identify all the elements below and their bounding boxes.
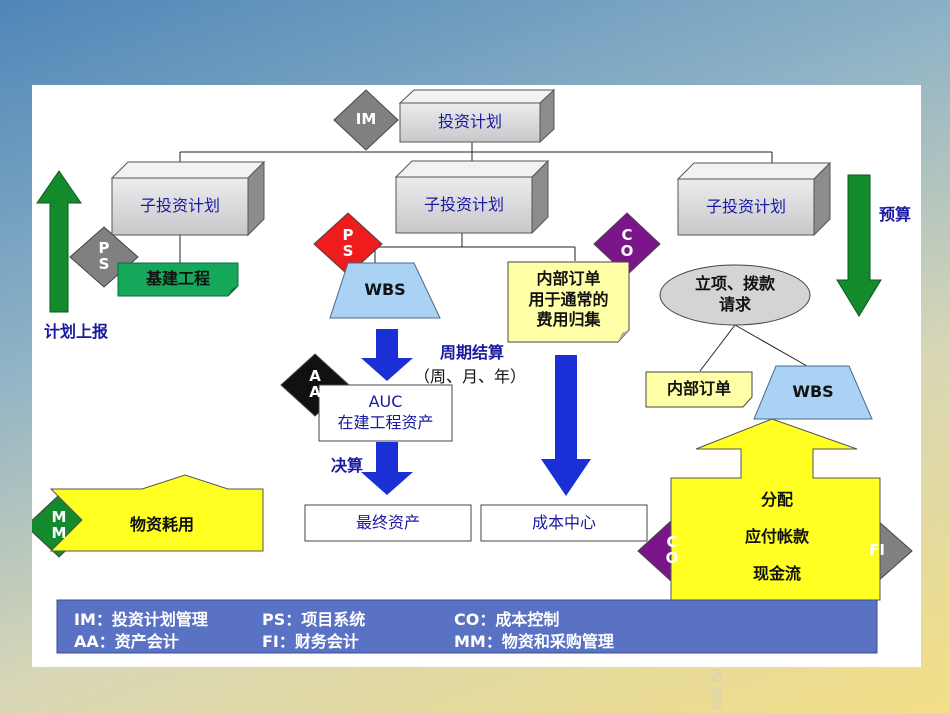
- sub-plan-right-label: 子投资计划: [705, 196, 786, 216]
- cost-center-box[interactable]: [480, 504, 648, 542]
- diagram-canvas: [32, 88, 913, 654]
- plan-report-arrow: [36, 170, 82, 313]
- ps-left-label: P S: [98, 239, 110, 273]
- mm-label: M M: [51, 508, 67, 542]
- co-bottom-label: C O: [665, 533, 679, 567]
- auc-box[interactable]: [318, 384, 453, 442]
- internal-order-note-label: 内部订单 用于通常的 费用归集: [528, 268, 609, 330]
- legend-fi: FI：财务会计: [262, 632, 359, 651]
- sub-plan-left-label: 子投资计划: [139, 196, 220, 216]
- ps-mid-label: P S: [342, 226, 354, 260]
- period-settle-label: 周期结算: [439, 342, 504, 362]
- sub-plan-mid-box[interactable]: [394, 159, 550, 235]
- period-detail-label: （周、月、年）: [413, 366, 526, 386]
- sub-plan-right-box[interactable]: [676, 161, 832, 237]
- invest-plan-label: 投资计划: [437, 112, 502, 132]
- final-asset-label: 最终资产: [355, 512, 420, 532]
- budget-label: 预算: [878, 204, 911, 224]
- im-diamond: [333, 89, 399, 151]
- footer-watermark: PS 培训: [709, 668, 723, 711]
- wbs-right-label: WBS: [792, 382, 834, 402]
- construction-tag[interactable]: [117, 262, 239, 297]
- connector-lines: [179, 142, 808, 372]
- auc-to-final-arrow: [361, 442, 413, 495]
- approval-ellipse[interactable]: [659, 264, 811, 326]
- slide: IM 投资计划 子投资计划 子投资计划 子投资计划 P S P S C O A …: [32, 85, 921, 667]
- legend-co: CO：成本控制: [454, 610, 560, 629]
- cost-center-label: 成本中心: [531, 512, 596, 532]
- co-top-label: C O: [620, 226, 634, 260]
- sub-plan-mid-label: 子投资计划: [423, 194, 504, 214]
- wbs-to-auc-arrow: [361, 329, 413, 381]
- final-asset-box[interactable]: [304, 504, 472, 542]
- material-use-label: 物资耗用: [129, 514, 194, 534]
- invest-plan-box[interactable]: [398, 88, 556, 144]
- aa-label: A A: [309, 367, 321, 401]
- legend-im: IM：投资计划管理: [74, 610, 208, 629]
- order-to-cost-arrow: [541, 355, 591, 496]
- legend-mm: MM：物资和采购管理: [454, 632, 614, 651]
- plan-report-label: 计划上报: [43, 321, 108, 341]
- legend-aa: AA：资产会计: [74, 632, 179, 651]
- legend-box: [56, 599, 878, 654]
- wbs-right-shape[interactable]: [753, 365, 873, 420]
- auc-label: AUC 在建工程资产: [337, 392, 434, 432]
- construction-label: 基建工程: [145, 269, 210, 289]
- settle-label: 决算: [330, 455, 363, 475]
- internal-order-note[interactable]: [507, 261, 630, 343]
- fi-block-label: 分配 应付帐款 现金流: [744, 490, 809, 583]
- internal-order-label: 内部订单: [666, 379, 731, 399]
- wbs-left-label: WBS: [364, 280, 406, 300]
- wbs-left-shape[interactable]: [329, 262, 441, 319]
- fi-label: FI: [869, 541, 885, 560]
- legend-ps: PS：项目系统: [262, 610, 366, 629]
- material-use-shape[interactable]: [49, 474, 264, 552]
- im-label: IM: [355, 110, 377, 129]
- internal-order-tag[interactable]: [645, 371, 753, 408]
- budget-arrow: [836, 174, 882, 317]
- approval-label: 立项、拨款 请求: [694, 274, 775, 314]
- sub-plan-left-box[interactable]: [110, 160, 266, 237]
